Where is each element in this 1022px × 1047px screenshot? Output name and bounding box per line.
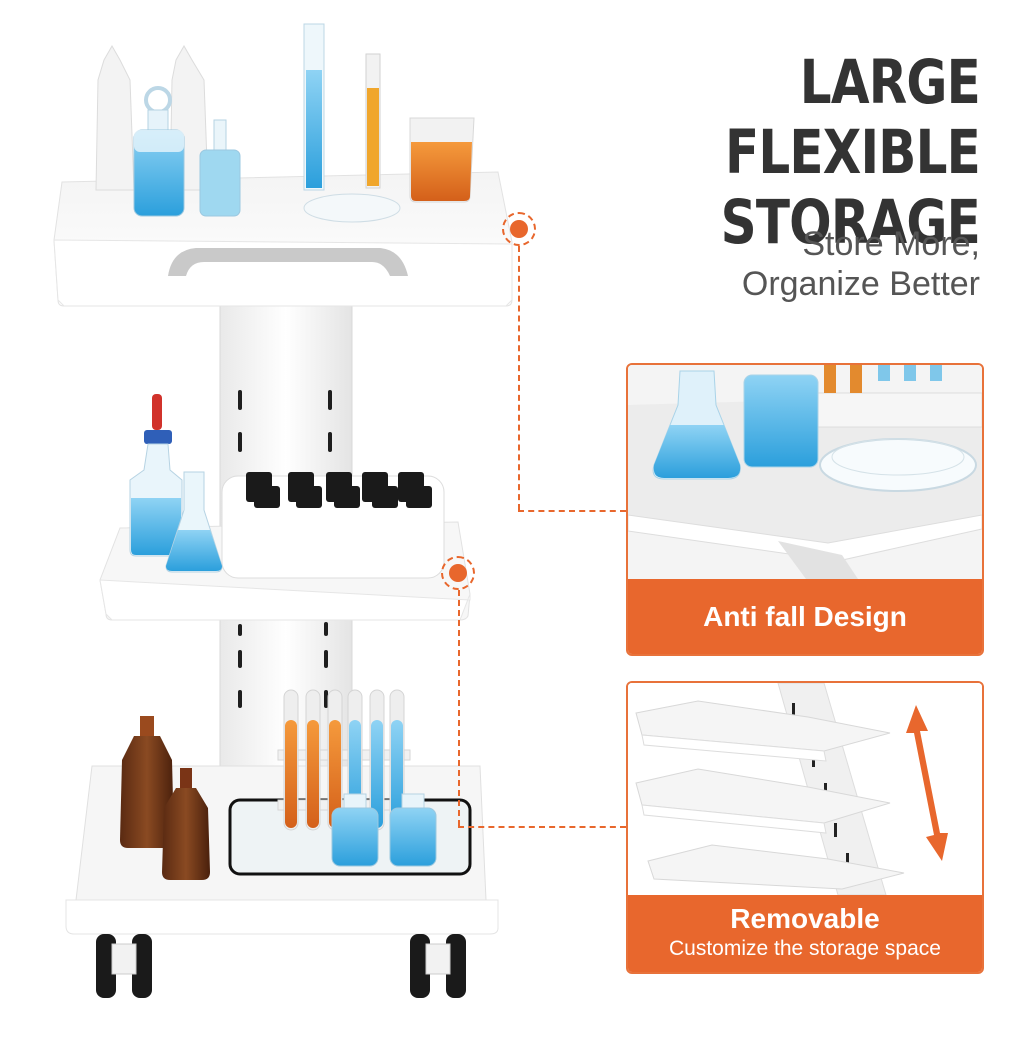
top-shelf-items [95, 23, 475, 223]
removable-subtitle: Customize the storage space [669, 937, 941, 960]
subheadline: Store More, Organize Better [580, 224, 980, 304]
callout-line-top-horizontal [518, 510, 626, 512]
removable-shelves-photo [628, 683, 982, 895]
headline: LARGE FLEXIBLE STORAGE [586, 47, 981, 258]
callout-dot-top [510, 220, 528, 238]
subheadline-line-1: Store More, [802, 225, 980, 263]
subheadline-line-2: Organize Better [741, 265, 980, 303]
anti-fall-detail-photo [628, 365, 982, 579]
removable-label-band: Removable Customize the storage space [628, 895, 982, 972]
cart-illustration [53, 23, 513, 998]
callout-dot-middle [449, 564, 467, 582]
anti-fall-title: Anti fall Design [703, 601, 907, 632]
headline-line-1: LARGE FLEXIBLE [724, 47, 981, 188]
callout-line-middle-horizontal [458, 826, 626, 828]
callout-marker-middle [441, 556, 475, 590]
anti-fall-label-band: Anti fall Design [628, 579, 982, 654]
callout-line-top-vertical [518, 246, 520, 510]
removable-title: Removable [730, 903, 880, 934]
callout-marker-top [502, 212, 536, 246]
callout-line-middle-vertical [458, 590, 460, 826]
feature-panel-removable: Removable Customize the storage space [626, 681, 984, 974]
headline-line-2: STORAGE [720, 187, 981, 258]
feature-panel-anti-fall: Anti fall Design [626, 363, 984, 656]
cart-wheels [96, 934, 466, 998]
bottom-shelf [65, 689, 499, 935]
middle-shelf [99, 394, 471, 621]
